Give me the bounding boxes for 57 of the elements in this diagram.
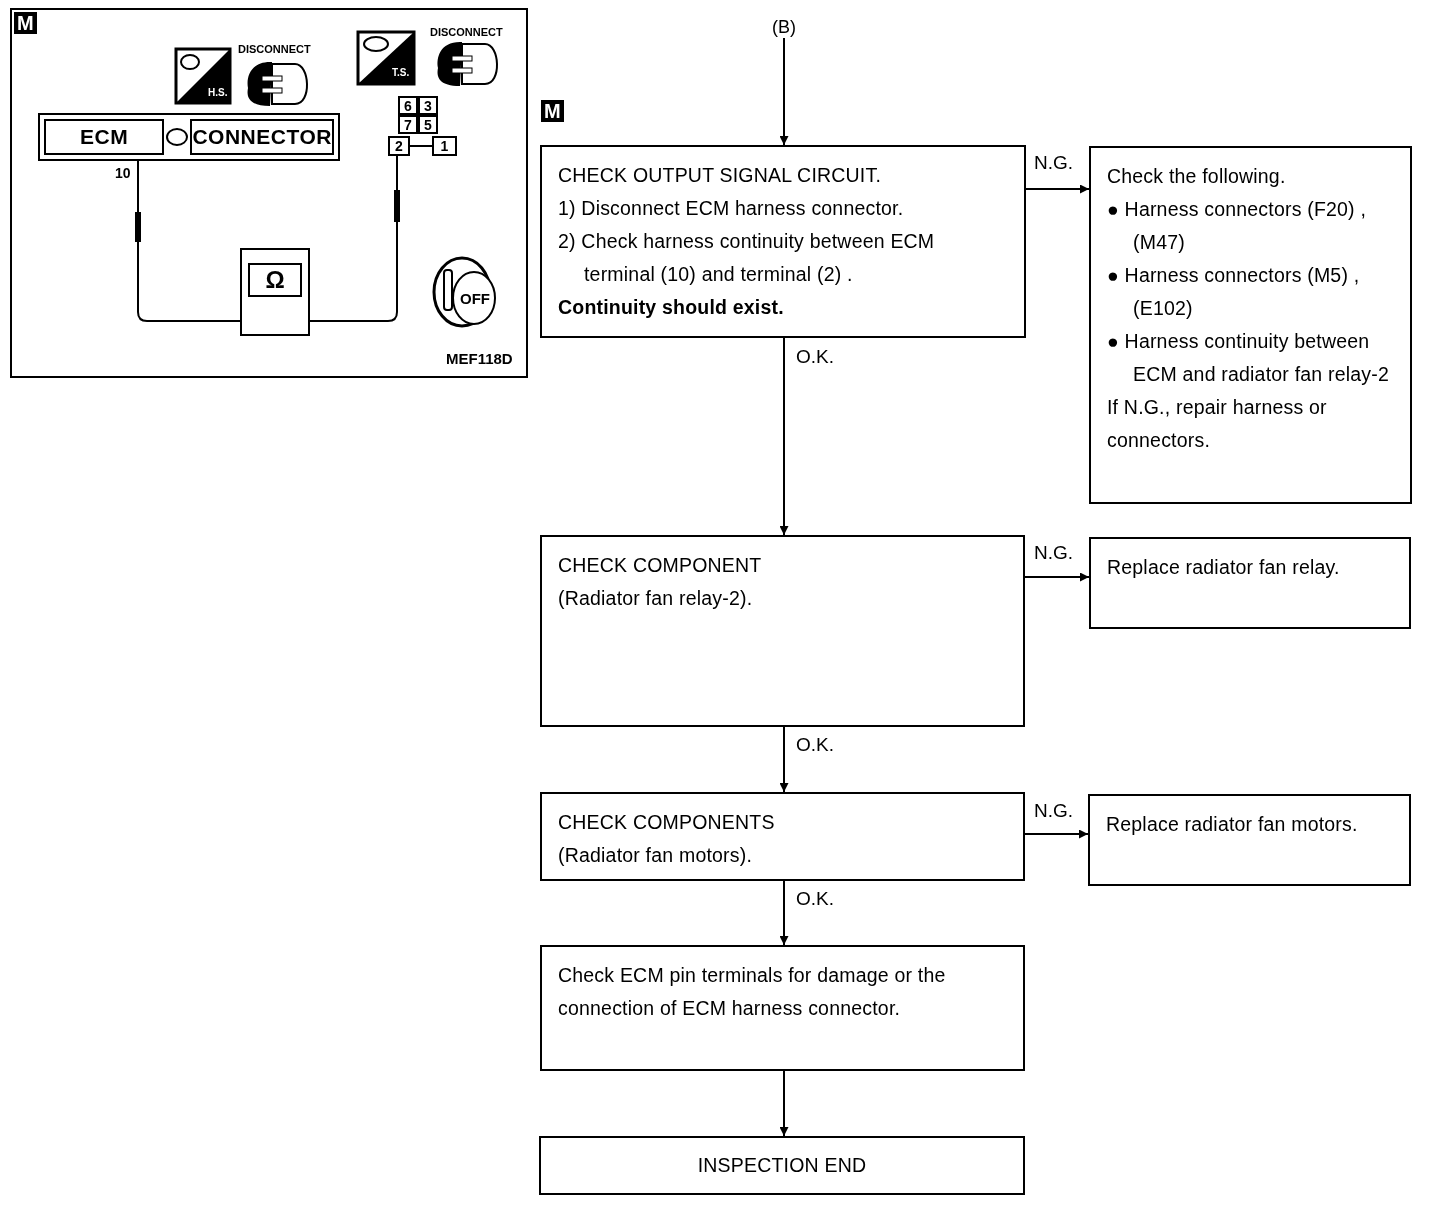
step-heading: Check the following. — [1107, 164, 1287, 189]
meter-display: Ω — [248, 263, 302, 297]
connector-label: ECM — [44, 119, 165, 155]
process-box — [1089, 146, 1412, 504]
section-mark: M — [14, 12, 37, 34]
step-text: 2) Check harness continuity between ECM terminal (10) and terminal (2) . — [558, 229, 936, 287]
arrow — [779, 337, 789, 536]
step-text: If N.G., repair harness or connectors. — [1107, 395, 1328, 453]
connector-label: CONNECTOR — [190, 119, 334, 155]
wire — [137, 160, 241, 322]
process-box — [540, 945, 1025, 1071]
step-heading: Replace radiator fan relay. — [1107, 555, 1341, 580]
wire — [409, 145, 433, 147]
step-heading: CHECK COMPONENTS — [558, 810, 776, 835]
step-heading: CHECK OUTPUT SIGNAL CIRCUIT. — [558, 163, 883, 188]
terminal-box: 5 — [418, 115, 438, 134]
connector-box — [38, 113, 340, 161]
arrow — [779, 1070, 789, 1137]
arrow — [1024, 572, 1090, 582]
process-box — [540, 145, 1026, 338]
arrow — [779, 726, 789, 793]
process-box — [540, 535, 1025, 727]
instruction-text: DISCONNECT — [430, 27, 503, 38]
step-text: (Radiator fan relay-2). — [558, 586, 754, 611]
arrow — [779, 880, 789, 946]
step-text: ● Harness continuity between ECM and radiator fan relay-2 — [1107, 329, 1390, 387]
figure-code: MEF118D — [446, 351, 513, 366]
pin-number: 10 — [115, 166, 131, 180]
terminal-box: 3 — [418, 96, 438, 115]
arrow — [1025, 184, 1090, 194]
process-box — [1088, 794, 1411, 886]
step-text: ● Harness connectors (M5) , (E102) — [1107, 263, 1361, 321]
icon-caption: T.S. — [392, 68, 410, 78]
step-text: Continuity should exist. — [558, 295, 785, 320]
terminal-box: 2 — [388, 136, 410, 156]
step-heading: Check ECM pin terminals for damage or the connection of ECM harness connector. — [558, 963, 947, 1021]
instruction-text: DISCONNECT — [238, 44, 311, 55]
step-heading: CHECK COMPONENT — [558, 553, 763, 578]
key-caption: OFF — [460, 291, 490, 306]
process-box — [1089, 537, 1411, 629]
arrow — [779, 37, 789, 146]
end-box — [539, 1136, 1025, 1195]
connector-reference: (B) — [760, 16, 808, 38]
icon-caption: H.S. — [208, 88, 228, 98]
ohmmeter — [240, 248, 310, 336]
process-box — [540, 792, 1025, 881]
step-heading: Replace radiator fan motors. — [1106, 812, 1359, 837]
process-text: INSPECTION END — [696, 1153, 868, 1178]
step-text: 1) Disconnect ECM harness connector. — [558, 196, 905, 221]
arrow — [1024, 829, 1089, 839]
section-mark: M — [541, 100, 564, 122]
terminal-box: 7 — [398, 115, 418, 134]
wire — [309, 155, 398, 322]
terminal-box: 6 — [398, 96, 418, 115]
step-text: (Radiator fan motors). — [558, 843, 754, 868]
step-text: ● Harness connectors (F20) , (M47) — [1107, 197, 1368, 255]
terminal-box: 1 — [432, 136, 457, 156]
